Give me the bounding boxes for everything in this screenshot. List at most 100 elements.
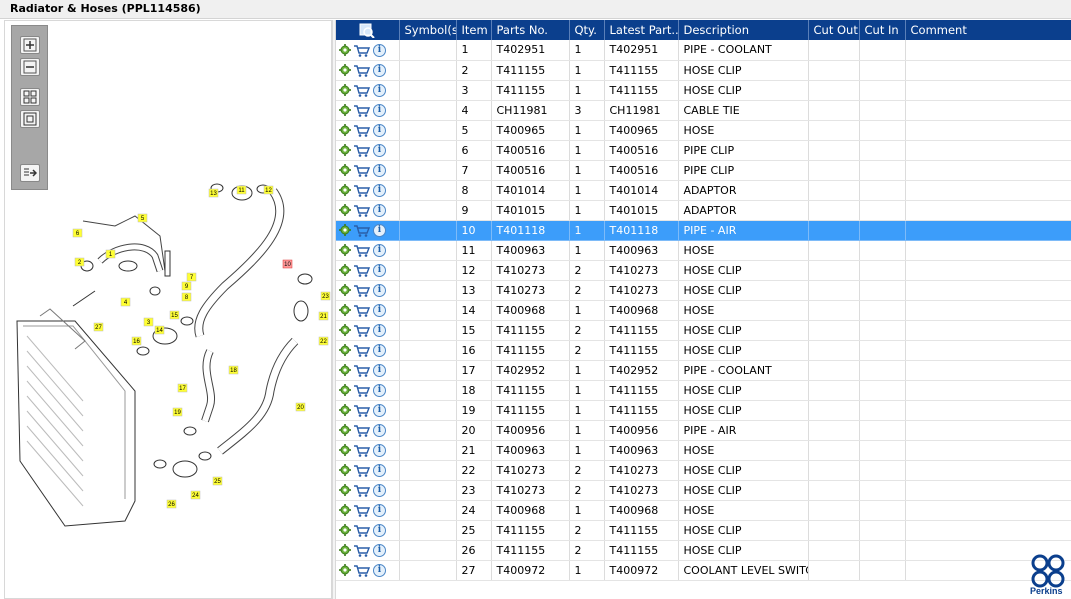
gear-icon[interactable]: [339, 264, 351, 277]
diagram-callout[interactable]: 1: [105, 249, 116, 259]
gear-icon[interactable]: [339, 204, 351, 217]
cart-icon[interactable]: [354, 204, 370, 217]
info-icon[interactable]: i: [373, 383, 386, 397]
diagram-callout[interactable]: 2: [74, 257, 85, 267]
cart-icon[interactable]: [354, 364, 370, 377]
info-icon[interactable]: i: [373, 183, 386, 197]
cart-icon[interactable]: [354, 184, 370, 197]
cart-icon[interactable]: [354, 544, 370, 557]
info-icon[interactable]: i: [373, 303, 386, 317]
gear-icon[interactable]: [339, 244, 351, 257]
diagram-callout[interactable]: 14: [154, 325, 165, 335]
info-icon[interactable]: i: [373, 503, 386, 517]
info-icon[interactable]: i: [373, 463, 386, 477]
info-icon[interactable]: i: [373, 163, 386, 177]
diagram-callout[interactable]: 22: [318, 336, 329, 346]
diagram-callout[interactable]: 8: [181, 292, 192, 302]
gear-icon[interactable]: [339, 84, 351, 97]
info-icon[interactable]: i: [373, 403, 386, 417]
cart-icon[interactable]: [354, 324, 370, 337]
info-icon[interactable]: i: [373, 283, 386, 297]
fit-window-button[interactable]: [20, 110, 40, 128]
column-header-symbols[interactable]: Symbol(s): [399, 20, 457, 40]
gear-icon[interactable]: [339, 544, 351, 557]
cart-icon[interactable]: [354, 304, 370, 317]
gear-icon[interactable]: [339, 304, 351, 317]
info-icon[interactable]: i: [373, 43, 386, 57]
diagram-callout[interactable]: 9: [181, 281, 192, 291]
gear-icon[interactable]: [339, 224, 351, 237]
info-icon[interactable]: i: [373, 123, 386, 137]
cart-icon[interactable]: [354, 384, 370, 397]
cart-icon[interactable]: [354, 484, 370, 497]
cart-icon[interactable]: [354, 264, 370, 277]
diagram-callout[interactable]: 19: [172, 407, 183, 417]
info-icon[interactable]: i: [373, 523, 386, 537]
info-icon[interactable]: i: [373, 263, 386, 277]
cart-icon[interactable]: [354, 224, 370, 237]
info-icon[interactable]: i: [373, 443, 386, 457]
diagram-callout[interactable]: 7: [186, 272, 197, 282]
info-icon[interactable]: i: [373, 243, 386, 257]
gear-icon[interactable]: [339, 64, 351, 77]
column-header-cut-out[interactable]: Cut Out: [808, 20, 860, 40]
info-icon[interactable]: i: [373, 343, 386, 357]
cart-icon[interactable]: [354, 504, 370, 517]
column-header-qty[interactable]: Qty.: [569, 20, 605, 40]
column-header-item[interactable]: Item: [456, 20, 492, 40]
cart-icon[interactable]: [354, 44, 370, 57]
gear-icon[interactable]: [339, 424, 351, 437]
cart-icon[interactable]: [354, 144, 370, 157]
diagram-callout[interactable]: 11: [236, 185, 247, 195]
gear-icon[interactable]: [339, 484, 351, 497]
diagram-callout[interactable]: 5: [137, 213, 148, 223]
column-header-description[interactable]: Description: [678, 20, 809, 40]
diagram-callout[interactable]: 17: [177, 383, 188, 393]
pane-splitter[interactable]: [332, 20, 336, 599]
cart-icon[interactable]: [354, 344, 370, 357]
gear-icon[interactable]: [339, 104, 351, 117]
info-icon[interactable]: i: [373, 103, 386, 117]
diagram-callout[interactable]: 21: [318, 311, 329, 321]
info-icon[interactable]: i: [373, 83, 386, 97]
gear-icon[interactable]: [339, 524, 351, 537]
diagram-callout[interactable]: 13: [208, 188, 219, 198]
info-icon[interactable]: i: [373, 423, 386, 437]
info-icon[interactable]: i: [373, 363, 386, 377]
diagram-callout[interactable]: 12: [263, 185, 274, 195]
gear-icon[interactable]: [339, 564, 351, 577]
diagram-callout[interactable]: 18: [228, 365, 239, 375]
column-header-latest-part[interactable]: Latest Part...: [604, 20, 679, 40]
gear-icon[interactable]: [339, 464, 351, 477]
diagram-callout[interactable]: 3: [143, 317, 154, 327]
cart-icon[interactable]: [354, 564, 370, 577]
gear-icon[interactable]: [339, 344, 351, 357]
diagram-callout[interactable]: 24: [190, 490, 201, 500]
info-icon[interactable]: i: [373, 323, 386, 337]
column-header-comment[interactable]: Comment: [905, 20, 1071, 40]
info-icon[interactable]: i: [373, 203, 386, 217]
diagram-callout[interactable]: 20: [295, 402, 306, 412]
cart-icon[interactable]: [354, 424, 370, 437]
cart-icon[interactable]: [354, 104, 370, 117]
